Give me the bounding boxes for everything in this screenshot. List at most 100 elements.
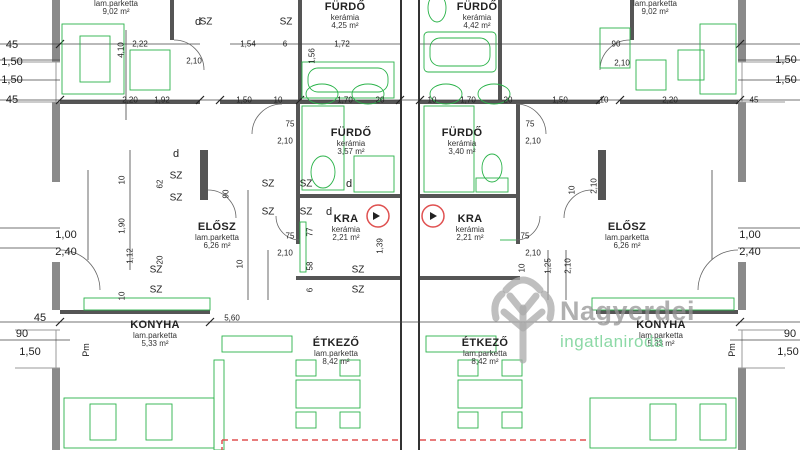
dim-label: 2,40 [739, 246, 761, 258]
dim-label: 1,50 [236, 95, 252, 105]
dim-label: 20 [155, 255, 165, 265]
room-material: lam.parketta [93, 0, 139, 8]
dim-label: 10 [273, 95, 283, 105]
dim-label: 90 [15, 328, 29, 340]
room-name: FÜRDŐ [441, 127, 483, 139]
dim-label: 62 [155, 179, 165, 189]
sz-mark: SZ [351, 284, 365, 296]
watermark-subtitle: ingatlaniroda [560, 332, 664, 351]
dim-label: 45 [5, 39, 19, 51]
room-area: 5,33 m² [141, 338, 169, 348]
room-area: 8,42 m² [471, 356, 499, 366]
dim-label: 75 [525, 119, 535, 129]
dim-label: 10 [567, 185, 577, 195]
room-material: lam.parketta [313, 348, 359, 358]
room-label-konyha-1: KONYHA lam.parketta 5,33 m² [130, 319, 179, 348]
dim-label: 75 [285, 231, 295, 241]
d-mark: d [172, 148, 180, 160]
dim-label: 10 [427, 95, 437, 105]
sz-mark: SZ [299, 206, 313, 218]
room-area: 9,02 m² [641, 7, 669, 17]
room-label-furdo-2: FÜRDŐ kerámia 4,42 m² [457, 1, 498, 30]
room-material: lam.parketta [194, 232, 240, 242]
tree-icon [491, 276, 555, 364]
pm-mark: Pm [81, 343, 91, 357]
dim-label: 1,12 [125, 248, 135, 264]
room-name: FÜRDŐ [324, 1, 366, 13]
room-label-elosz-2: ELŐSZ lam.parketta 6,26 m² [604, 221, 650, 250]
room-area: 6,26 m² [613, 240, 641, 250]
dim-label: 1,56 [307, 48, 317, 64]
room-area: 5,33 m² [647, 338, 675, 348]
sz-mark: SZ [169, 170, 183, 182]
room-label-etkezo-2: ÉTKEZŐ lam.parketta 8,42 m² [461, 337, 509, 366]
room-area: 3,57 m² [337, 146, 365, 156]
dim-label: 1,90 [117, 218, 127, 234]
room-area: 2,21 m² [332, 232, 360, 242]
dim-label: 1,00 [739, 229, 761, 241]
dim-label: 5,60 [224, 313, 240, 323]
room-label-kra-2: KRA kerámia 2,21 m² [456, 213, 484, 242]
dim-label: 1,50 [1, 74, 23, 86]
dim-label: 2,10 [525, 136, 541, 146]
watermark-logo: Nagyerdei ingatlaniroda [488, 268, 738, 368]
room-label-etkezo-1: ÉTKEZŐ lam.parketta 8,42 m² [312, 337, 360, 366]
dim-label: 1,50 [19, 346, 41, 358]
dim-label: 75 [520, 231, 530, 241]
dim-label: 75 [285, 119, 295, 129]
room-label-konyha-2: KONYHA lam.parketta 5,33 m² [636, 319, 686, 348]
room-label-furdo-4: FÜRDŐ kerámia 3,40 m² [441, 127, 483, 156]
dim-label: 45 [749, 95, 759, 105]
dim-label: 10 [117, 291, 127, 301]
room-material: lam.parketta [462, 348, 508, 358]
dim-label: 10 [117, 175, 127, 185]
dim-label: 10 [235, 259, 245, 269]
dim-label: 2,10 [277, 136, 293, 146]
sz-mark: SZ [279, 16, 293, 28]
room-name: KRA [457, 213, 483, 225]
room-material: kerámia [462, 12, 492, 22]
dim-label: 1,50 [777, 346, 799, 358]
dim-label: 2,10 [277, 248, 293, 258]
dim-label: 58 [305, 261, 315, 271]
room-material: kerámia [447, 138, 477, 148]
room-material: kerámia [331, 224, 361, 234]
dim-label: 1,50 [1, 56, 23, 68]
room-material: lam.parketta [604, 232, 650, 242]
room-label-kra-1: KRA kerámia 2,21 m² [331, 213, 361, 242]
room-label-furdo-1: FÜRDŐ kerámia 4,25 m² [324, 1, 366, 30]
dim-label: 45 [5, 94, 19, 106]
dim-label: 1,70 [337, 95, 353, 105]
dim-label: 20 [375, 95, 385, 105]
room-label-elosz-1: ELŐSZ lam.parketta 6,26 m² [194, 221, 240, 250]
dim-label: 1,70 [460, 95, 476, 105]
room-area: 9,02 m² [102, 7, 130, 17]
room-name: FÜRDŐ [330, 127, 372, 139]
room-name: KONYHA [636, 319, 686, 331]
room-area: 4,25 m² [331, 20, 359, 30]
room-label-bedroom-1: lam.parketta 9,02 m² [94, 0, 138, 17]
dim-label: 45 [33, 312, 47, 324]
d-mark: d [345, 178, 353, 190]
dim-label: 1,92 [154, 95, 170, 105]
sz-mark: SZ [199, 16, 213, 28]
room-material: kerámia [336, 138, 366, 148]
dim-label: 2,20 [662, 95, 678, 105]
dim-label: 4,10 [116, 42, 126, 58]
dim-label: 90 [221, 189, 231, 199]
room-area: 8,42 m² [322, 356, 350, 366]
dim-label: 1,50 [775, 54, 797, 66]
room-name: ÉTKEZŐ [461, 337, 509, 349]
room-area: 6,26 m² [203, 240, 231, 250]
room-name: ÉTKEZŐ [312, 337, 360, 349]
sz-mark: SZ [299, 178, 313, 190]
room-material: lam.parketta [638, 330, 684, 340]
dim-label: 2,10 [614, 58, 630, 68]
dim-label: 1,39 [375, 238, 385, 254]
room-material: lam.parketta [132, 330, 178, 340]
dim-label: 90 [783, 328, 797, 340]
room-area: 2,21 m² [456, 232, 484, 242]
room-name: ELŐSZ [197, 221, 237, 233]
